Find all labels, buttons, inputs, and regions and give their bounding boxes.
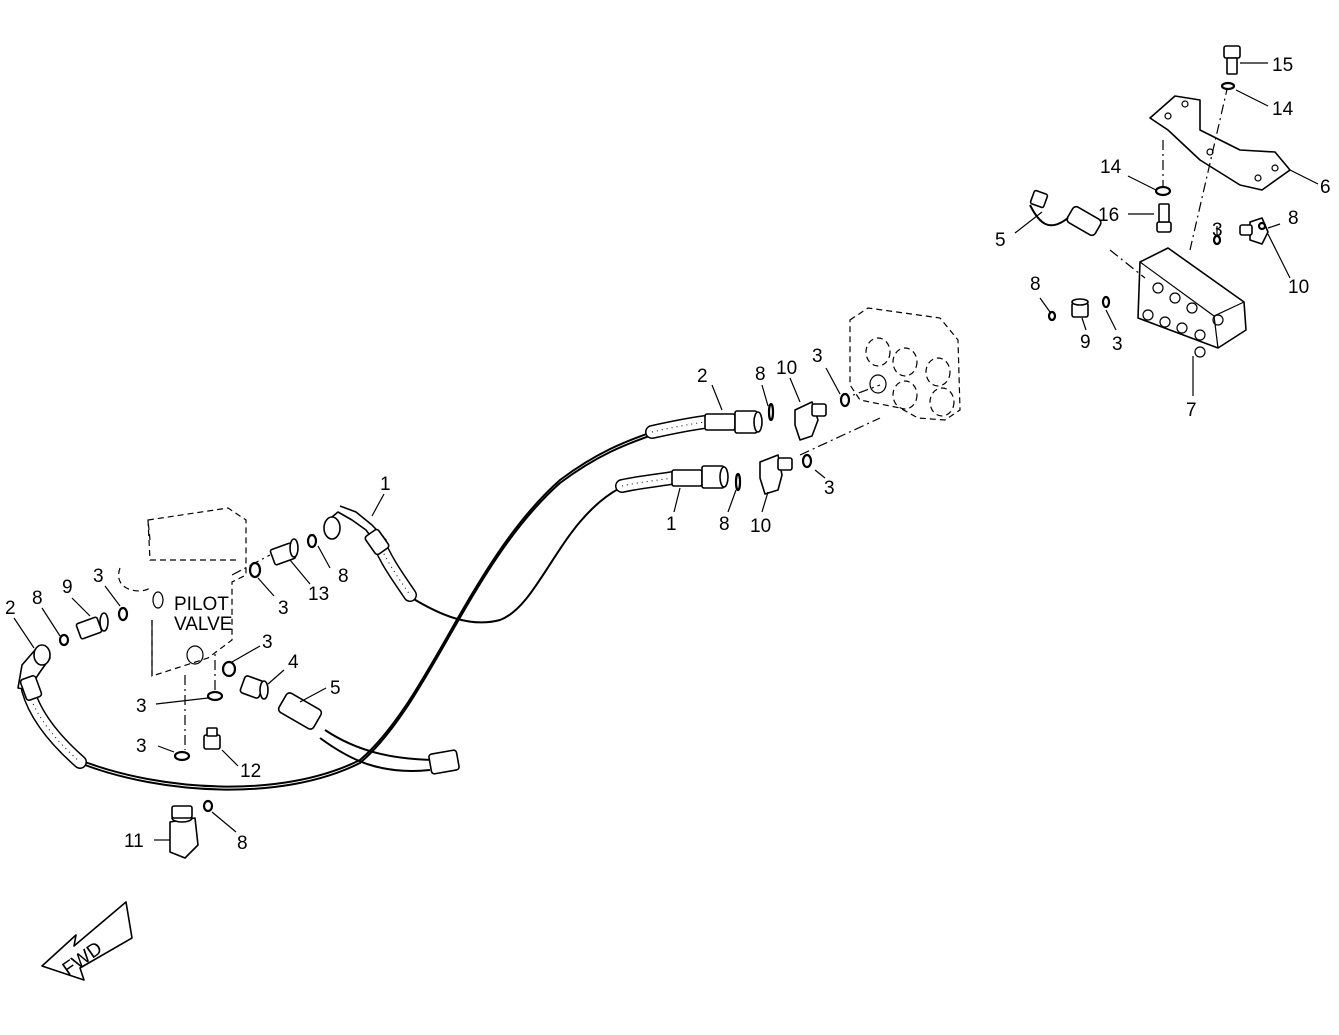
callout-9-left: 9	[62, 577, 73, 598]
callout-8-center-bottom: 8	[719, 514, 730, 535]
callout-3-pilot-right: 3	[278, 598, 289, 619]
valve-block-7	[1137, 247, 1247, 358]
tube-lines	[84, 431, 653, 791]
callout-8-right-lower: 8	[1030, 274, 1041, 295]
callout-4: 4	[288, 652, 299, 673]
callout-numbers: 1 1 2 2 3 3 3 3 3 3 3 3 3 4 5 5 6 7 8 8 …	[5, 55, 1331, 854]
callout-13: 13	[308, 584, 329, 605]
callout-11: 11	[124, 831, 144, 852]
callout-2-center: 2	[697, 366, 708, 387]
callout-3-pilot-bottom-1: 3	[136, 696, 147, 717]
pilot-valve-label-line1: PILOT	[174, 594, 229, 615]
callout-3-pilot-lower: 3	[262, 632, 273, 653]
callout-10-right: 10	[1288, 277, 1309, 298]
callout-5-upper: 5	[995, 230, 1006, 251]
callout-3-pilot-left: 3	[93, 566, 104, 587]
callout-16: 16	[1098, 205, 1119, 226]
callout-3-right-top: 3	[1212, 220, 1223, 241]
pilot-valve-label-line2: VALVE	[174, 614, 232, 635]
callout-6: 6	[1320, 177, 1331, 198]
callout-15: 15	[1272, 55, 1293, 76]
callout-1-center: 1	[666, 514, 677, 535]
callout-8-right: 8	[1288, 208, 1299, 229]
callout-12: 12	[240, 761, 261, 782]
callout-10-center-bottom: 10	[750, 516, 771, 537]
callout-3-center-bottom: 3	[824, 478, 835, 499]
fittings	[17, 45, 1269, 859]
callout-14-top: 14	[1272, 99, 1294, 120]
hoses	[21, 415, 712, 769]
callout-5-lower: 5	[330, 678, 341, 699]
callout-3-pilot-bottom-2: 3	[136, 736, 147, 757]
callout-8-left: 8	[32, 588, 43, 609]
callout-7: 7	[1186, 400, 1197, 421]
o-rings	[58, 81, 1267, 813]
callout-8-pilot: 8	[338, 566, 349, 587]
center-valve-block	[849, 307, 961, 421]
callout-3-center-top: 3	[812, 346, 823, 367]
pilot-valve: PILOT VALVE	[117, 507, 247, 677]
callout-10-center-top: 10	[776, 358, 797, 379]
callout-9-right: 9	[1080, 332, 1091, 353]
callout-3-right-bottom: 3	[1112, 334, 1123, 355]
callout-2-left: 2	[5, 598, 16, 619]
callout-8-bottom: 8	[237, 833, 248, 854]
callout-1-upper-left: 1	[380, 474, 391, 495]
bracket-6	[1149, 95, 1291, 191]
fwd-arrow: FWD	[41, 901, 133, 981]
leader-lines	[13, 62, 1319, 841]
callout-14-mid: 14	[1100, 157, 1122, 178]
callout-8-center-top: 8	[755, 364, 766, 385]
